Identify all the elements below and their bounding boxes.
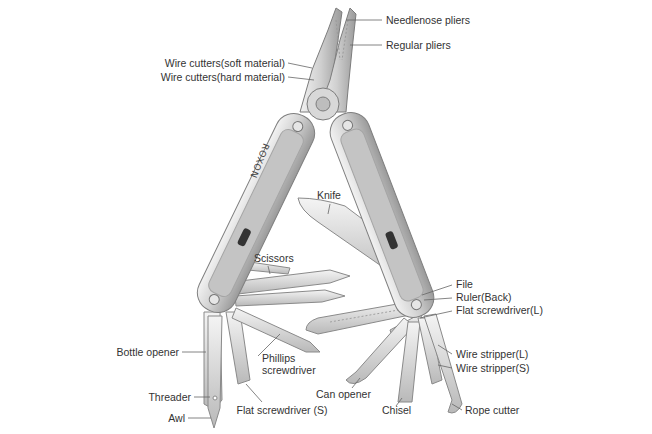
circle-shape (341, 119, 354, 132)
path-shape (422, 285, 452, 295)
path-shape (438, 345, 452, 354)
path-shape (346, 20, 382, 21)
circle-shape (208, 293, 221, 306)
path-shape (194, 397, 210, 398)
part-label: Chisel (382, 404, 411, 416)
part-label: Awl (168, 412, 185, 424)
path-shape (288, 77, 314, 80)
part-label: Flat screwdriver(L) (456, 304, 543, 316)
part-label: Can opener (316, 388, 371, 400)
threader-hole (213, 396, 217, 400)
part-label: Knife (317, 189, 341, 201)
pivot (307, 88, 339, 120)
rect-shape (191, 107, 321, 319)
left-handle (191, 107, 321, 319)
awl-blade (208, 316, 222, 428)
part-label: Scissors (254, 252, 294, 264)
scissors-blade (235, 290, 345, 306)
rect-shape (339, 127, 426, 304)
path-shape (424, 298, 452, 300)
path-shape (188, 418, 211, 419)
path-shape (246, 384, 262, 402)
path-shape (452, 404, 462, 410)
scissors-blade (232, 270, 350, 294)
right-handle (325, 107, 440, 323)
part-label: Rope cutter (465, 404, 519, 416)
part-label: Phillips screwdriver (262, 352, 328, 376)
part-label: File (456, 278, 473, 290)
part-label: Needlenose pliers (386, 14, 470, 26)
part-label: Bottle opener (117, 346, 179, 358)
path-shape (328, 204, 330, 214)
path-shape (350, 45, 382, 46)
phillips-blade (232, 308, 320, 352)
pivot-center (316, 97, 330, 111)
plier-teeth (336, 20, 348, 60)
part-label: Regular pliers (386, 39, 451, 51)
rect-shape (237, 227, 252, 247)
part-label: Wire cutters(soft material) (165, 57, 285, 69)
circle-shape (410, 298, 423, 311)
chisel-blade (398, 322, 420, 402)
path-shape (182, 352, 206, 353)
part-label: Flat screwdriver (S) (236, 404, 328, 416)
pliers-jaws (300, 8, 356, 120)
path-shape (268, 266, 270, 274)
path-shape (352, 378, 360, 388)
rect-shape (325, 107, 440, 323)
part-label: Wire stripper(L) (456, 348, 528, 360)
path-shape (420, 311, 452, 318)
circle-shape (291, 120, 304, 133)
part-label: Threader (148, 391, 191, 403)
part-label: Ruler(Back) (456, 291, 511, 303)
path-shape (288, 63, 312, 68)
part-label: Wire stripper(S) (456, 362, 530, 374)
part-label: Wire cutters(hard material) (161, 71, 285, 83)
rect-shape (385, 230, 399, 250)
path-shape (438, 365, 452, 368)
rect-shape (206, 127, 306, 300)
